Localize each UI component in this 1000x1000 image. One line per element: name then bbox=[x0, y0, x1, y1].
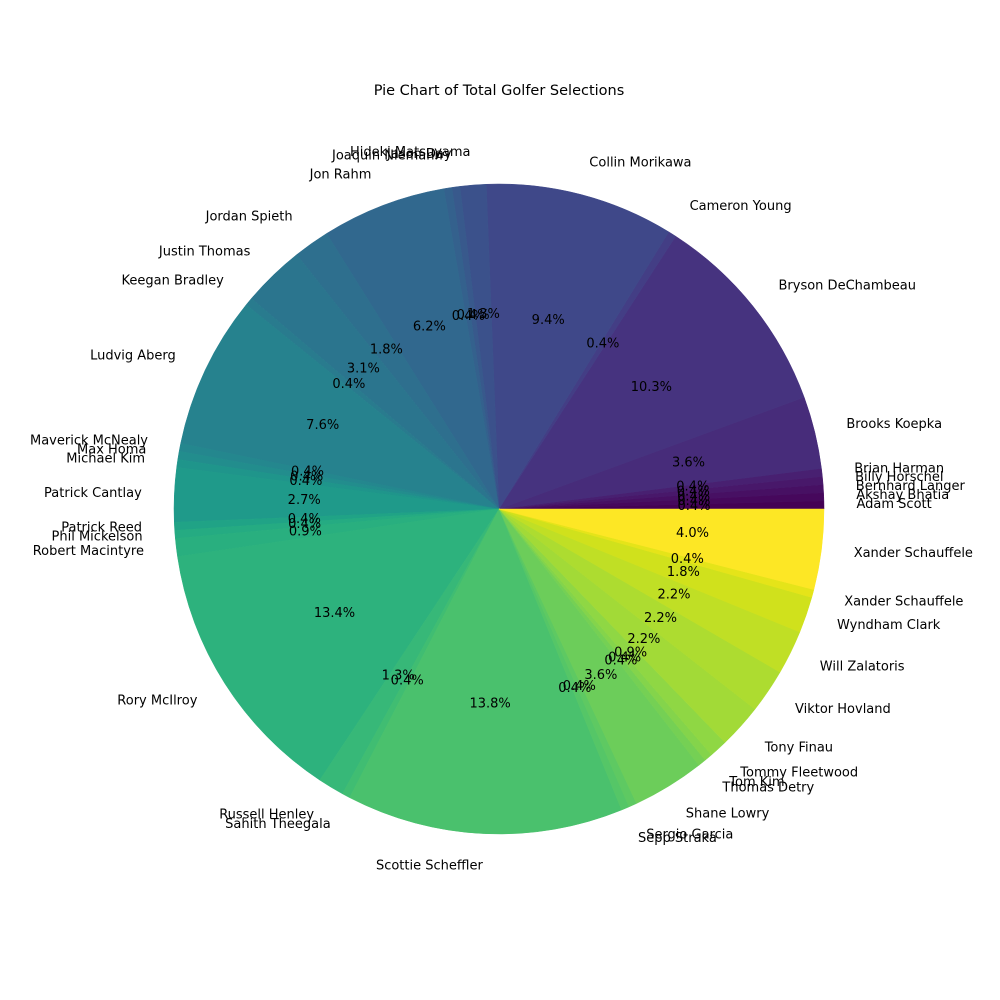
pct-label-billy-horschel-3: 0.4% bbox=[677, 484, 710, 499]
slice-label-joaquin-niemann-11: Joaquin Niemann bbox=[331, 149, 443, 164]
pie-slice-jon-rahm-12 bbox=[326, 188, 500, 510]
pie-slice-bryson-dechambeau-6 bbox=[498, 235, 805, 510]
pct-label-russell-henley-25: 1.3% bbox=[382, 668, 415, 683]
slice-label-xander-schauffele-38: Xander Schauffele bbox=[844, 595, 963, 610]
slice-label-tom-kim-32: Tom Kim bbox=[728, 775, 784, 790]
slice-label-wyndham-clark-37: Wyndham Clark bbox=[837, 618, 941, 633]
slice-label-scottie-scheffler-27: Scottie Scheffler bbox=[376, 859, 483, 874]
slice-label-phil-mickelson-22: Phil Mickelson bbox=[52, 530, 143, 545]
pct-label-akshay-bhatia-1: 0.4% bbox=[677, 494, 710, 509]
pct-label-viktor-hovland-35: 2.2% bbox=[644, 611, 677, 626]
pie-slice-scottie-scheffler-27 bbox=[349, 508, 622, 835]
pct-label-rory-mcilroy-24: 13.4% bbox=[314, 606, 355, 621]
slice-label-hideki-matsuyama-9: Hideki Matsuyama bbox=[350, 145, 471, 160]
slice-label-ludvig-aberg-16: Ludvig Aberg bbox=[90, 349, 176, 364]
slice-label-brooks-koepka-5: Brooks Koepka bbox=[846, 417, 942, 432]
slice-label-justin-thomas-14: Justin Thomas bbox=[158, 245, 251, 260]
slice-label-xander-schauffele-39: Xander Schauffele bbox=[854, 546, 973, 561]
pct-label-cameron-young-7: 0.4% bbox=[586, 337, 619, 352]
pct-label-tommy-fleetwood-33: 0.9% bbox=[614, 645, 647, 660]
pct-label-will-zalatoris-36: 2.2% bbox=[657, 588, 690, 603]
pie-slices bbox=[173, 183, 825, 835]
slice-label-viktor-hovland-35: Viktor Hovland bbox=[795, 702, 891, 717]
slice-label-bryson-dechambeau-6: Bryson DeChambeau bbox=[779, 279, 916, 294]
slice-label-maverick-mcnealy-17: Maverick McNealy bbox=[30, 434, 148, 449]
slice-label-thomas-detry-31: Thomas Detry bbox=[721, 781, 814, 796]
pct-label-max-homa-18: 0.4% bbox=[290, 469, 323, 484]
slice-label-max-homa-18: Max Homa bbox=[77, 442, 146, 457]
pct-label-patrick-cantlay-20: 2.7% bbox=[288, 493, 321, 508]
pct-label-jon-rahm-12: 6.2% bbox=[413, 319, 446, 334]
pct-label-patrick-reed-21: 0.4% bbox=[288, 512, 321, 527]
slice-label-patrick-cantlay-20: Patrick Cantlay bbox=[44, 486, 142, 501]
pie-slice-collin-morikawa-8 bbox=[486, 183, 670, 510]
slice-label-bernhard-langer-2: Bernhard Langer bbox=[856, 479, 966, 494]
pct-label-maverick-mcnealy-17: 0.4% bbox=[291, 465, 324, 480]
slice-label-jordan-spieth-13: Jordan Spieth bbox=[205, 210, 293, 225]
pct-label-jason-day-10: 0.4% bbox=[457, 308, 490, 323]
pie-slice-ludvig-aberg-16 bbox=[180, 304, 500, 510]
pct-label-brooks-koepka-5: 3.6% bbox=[672, 456, 705, 471]
pct-label-wyndham-clark-37: 1.8% bbox=[667, 565, 700, 580]
slice-label-billy-horschel-3: Billy Horschel bbox=[855, 470, 943, 485]
pct-label-michael-kim-19: 0.4% bbox=[289, 474, 322, 489]
slice-label-michael-kim-19: Michael Kim bbox=[66, 451, 145, 466]
pct-label-joaquin-niemann-11: 0.4% bbox=[452, 309, 485, 324]
slice-label-akshay-bhatia-1: Akshay Bhatia bbox=[856, 488, 949, 503]
pct-label-tony-finau-34: 2.2% bbox=[627, 632, 660, 647]
slice-label-sahith-theegala-26: Sahith Theegala bbox=[225, 817, 331, 832]
pct-label-bernhard-langer-2: 0.4% bbox=[677, 489, 710, 504]
pct-label-shane-lowry-30: 3.6% bbox=[584, 668, 617, 683]
slice-label-patrick-reed-21: Patrick Reed bbox=[61, 521, 142, 536]
chart-title: Pie Chart of Total Golfer Selections bbox=[374, 83, 625, 99]
slice-label-brian-harman-4: Brian Harman bbox=[854, 461, 944, 476]
pie-slice-xander-schauffele-39 bbox=[498, 508, 825, 590]
slice-label-sergio-garcia-29: Sergio Garcia bbox=[646, 827, 733, 842]
slice-label-adam-scott-0: Adam Scott bbox=[857, 497, 932, 512]
pct-label-ludvig-aberg-16: 7.6% bbox=[306, 418, 339, 433]
pct-label-xander-schauffele-39: 4.0% bbox=[676, 526, 709, 541]
pct-label-tom-kim-32: 0.4% bbox=[608, 651, 641, 666]
slice-label-jason-day-10: Jason Day bbox=[386, 147, 452, 162]
slice-label-tommy-fleetwood-33: Tommy Fleetwood bbox=[739, 765, 858, 780]
pct-label-robert-macintyre-23: 0.9% bbox=[289, 525, 322, 540]
pct-label-xander-schauffele-38: 0.4% bbox=[671, 552, 704, 567]
slice-label-rory-mcilroy-24: Rory McIlroy bbox=[117, 694, 197, 709]
pie-slice-rory-mcilroy-24 bbox=[177, 508, 500, 781]
pct-label-thomas-detry-31: 0.4% bbox=[604, 654, 637, 669]
pct-label-phil-mickelson-22: 0.4% bbox=[288, 517, 321, 532]
pct-label-justin-thomas-14: 3.1% bbox=[347, 361, 380, 376]
pct-label-scottie-scheffler-27: 13.8% bbox=[469, 696, 510, 711]
pct-label-bryson-dechambeau-6: 10.3% bbox=[631, 380, 672, 395]
pct-label-sahith-theegala-26: 0.4% bbox=[391, 674, 424, 689]
slice-label-russell-henley-25: Russell Henley bbox=[219, 808, 314, 823]
pct-label-hideki-matsuyama-9: 1.3% bbox=[467, 307, 500, 322]
slice-label-keegan-bradley-15: Keegan Bradley bbox=[122, 273, 225, 288]
pct-label-brian-harman-4: 0.4% bbox=[676, 480, 709, 495]
slice-label-collin-morikawa-8: Collin Morikawa bbox=[589, 156, 691, 171]
slice-label-jon-rahm-12: Jon Rahm bbox=[309, 168, 372, 183]
slice-label-shane-lowry-30: Shane Lowry bbox=[686, 806, 770, 821]
pct-label-keegan-bradley-15: 0.4% bbox=[332, 377, 365, 392]
pct-label-adam-scott-0: 0.4% bbox=[677, 499, 710, 514]
pct-label-sergio-garcia-29: 0.4% bbox=[563, 679, 596, 694]
slice-label-tony-finau-34: Tony Finau bbox=[764, 741, 833, 756]
slice-label-cameron-young-7: Cameron Young bbox=[690, 199, 792, 214]
percent-labels: 0.4%0.4%0.4%0.4%0.4%3.6%10.3%0.4%9.4%1.3… bbox=[288, 307, 711, 711]
slice-label-robert-macintyre-23: Robert Macintyre bbox=[33, 544, 144, 559]
pct-label-jordan-spieth-13: 1.8% bbox=[370, 342, 403, 357]
pct-label-sepp-straka-28: 0.4% bbox=[558, 681, 591, 696]
pct-label-collin-morikawa-8: 9.4% bbox=[532, 313, 565, 328]
slice-label-will-zalatoris-36: Will Zalatoris bbox=[820, 659, 905, 674]
slice-label-sepp-straka-28: Sepp Straka bbox=[638, 831, 717, 846]
